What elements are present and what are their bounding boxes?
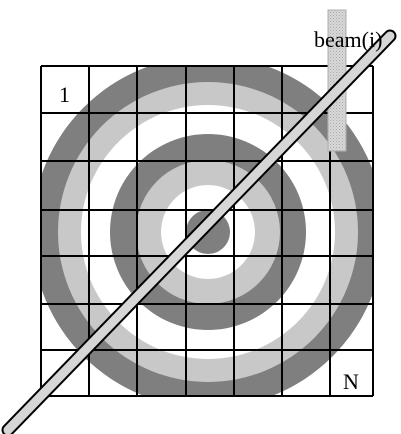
beam-label: beam(i) [314,27,382,52]
cell-1-label: 1 [59,82,70,107]
diagonal-beam [1,29,397,434]
cell-n-label: N [343,369,359,394]
